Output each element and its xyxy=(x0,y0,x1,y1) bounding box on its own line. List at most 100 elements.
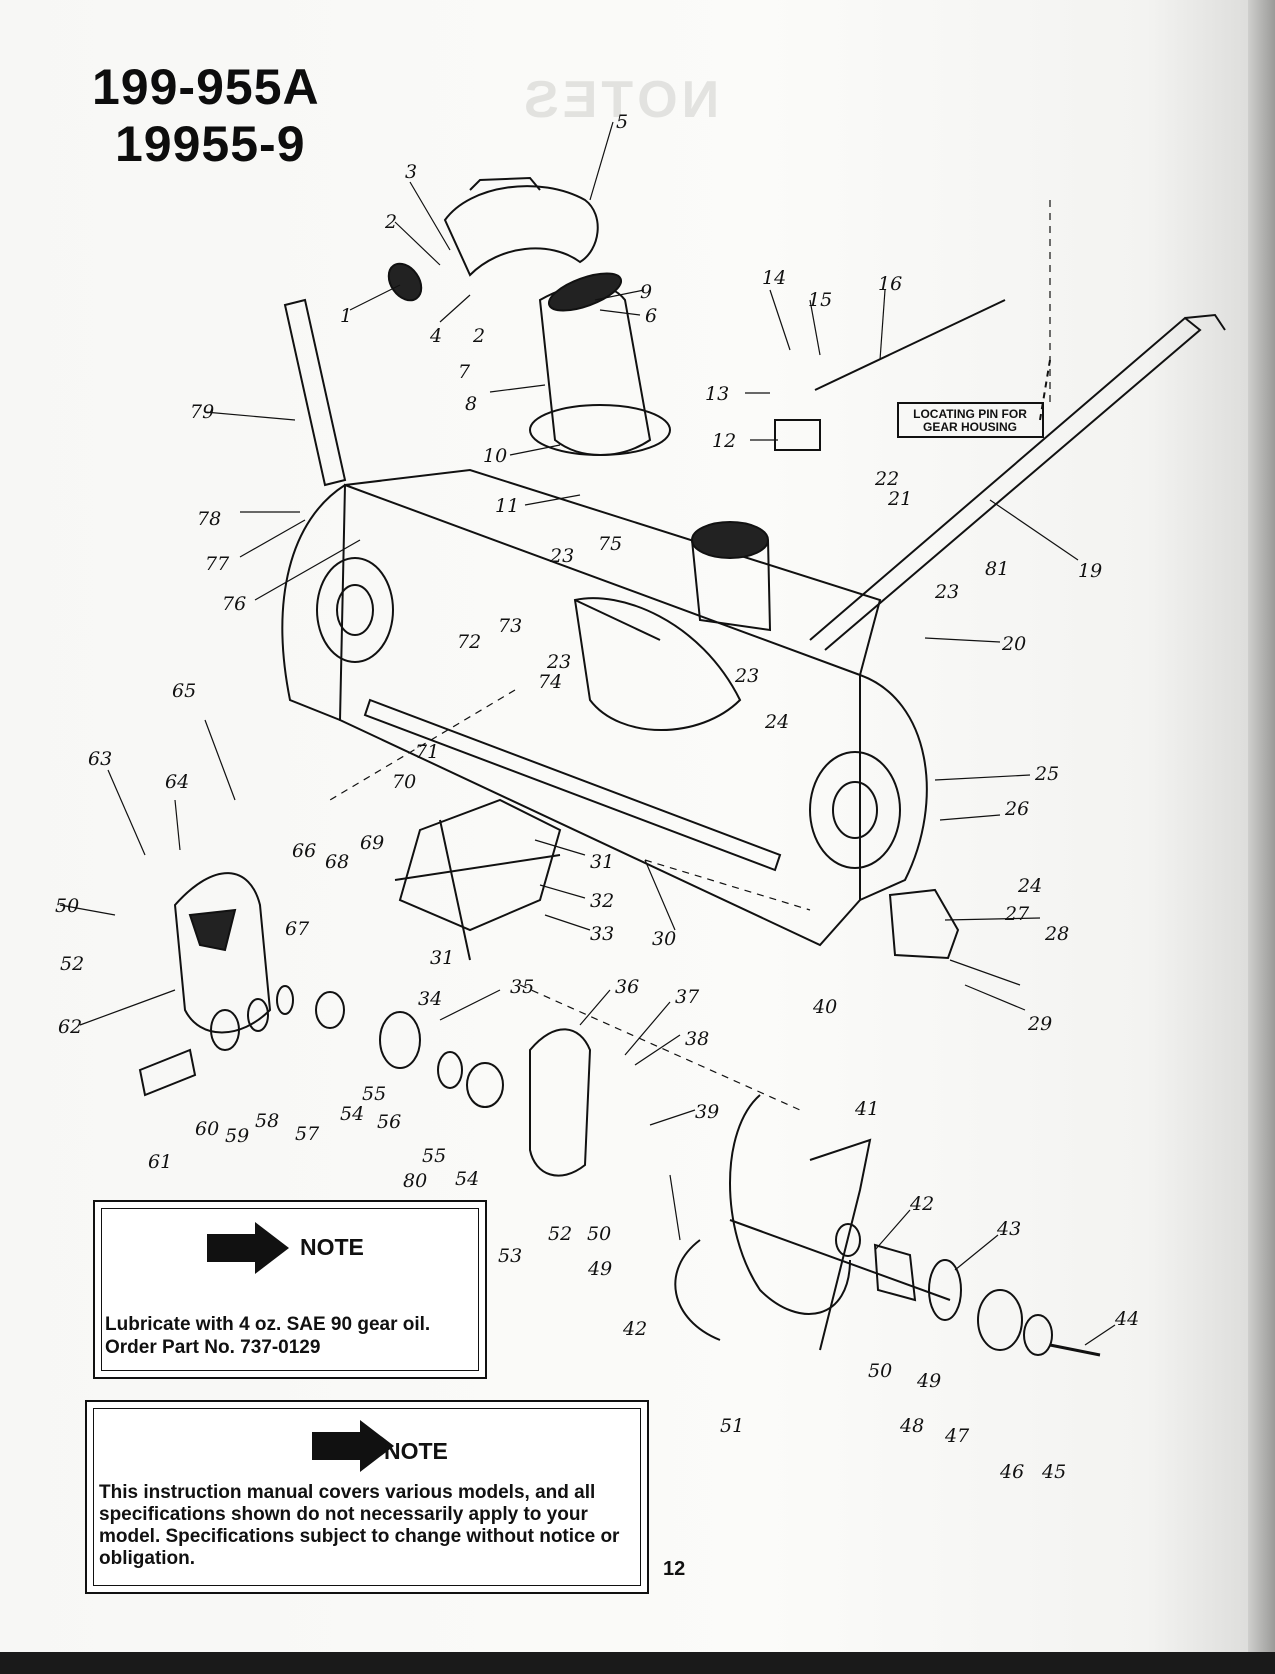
lubricate-note-frame xyxy=(101,1208,479,1371)
part-label: 44 xyxy=(1114,1308,1139,1330)
part-label: 16 xyxy=(878,273,902,295)
part-label: 23 xyxy=(549,545,574,567)
part-label: 6 xyxy=(645,305,657,327)
part-label: 12 xyxy=(712,430,736,452)
part-label: 48 xyxy=(899,1415,924,1437)
part-label: 77 xyxy=(205,553,230,575)
lubricate-note-heading: NOTE xyxy=(300,1234,364,1260)
part-label: 20 xyxy=(1001,633,1026,655)
part-label: 58 xyxy=(255,1110,279,1132)
part-label: 49 xyxy=(587,1258,612,1280)
model-number-1: 199-955A xyxy=(92,59,320,115)
part-label: 50 xyxy=(868,1360,892,1382)
part-label: 34 xyxy=(418,988,442,1010)
arrow-right-icon xyxy=(207,1222,289,1274)
part-label: 42 xyxy=(909,1193,934,1215)
part-label: 61 xyxy=(148,1151,172,1173)
part-label: 68 xyxy=(325,851,349,873)
part-label: 46 xyxy=(999,1461,1024,1483)
part-label: 15 xyxy=(808,289,832,311)
part-label: 9 xyxy=(640,281,652,303)
part-label: 32 xyxy=(590,890,614,912)
part-label: 10 xyxy=(483,445,507,467)
part-label: 45 xyxy=(1041,1461,1066,1483)
page-edge-shadow xyxy=(1248,0,1275,1674)
part-label: 14 xyxy=(762,267,786,289)
part-label: 42 xyxy=(622,1318,647,1340)
part-label: 31 xyxy=(590,851,614,873)
part-label: 63 xyxy=(88,748,112,770)
knob-part xyxy=(387,262,423,302)
part-label: 51 xyxy=(720,1415,744,1437)
part-label: 55 xyxy=(362,1083,386,1105)
part-label: 26 xyxy=(1004,798,1029,820)
part-label: 38 xyxy=(685,1028,709,1050)
lubricate-note-box: NOTE Lubricate with 4 oz. SAE 90 gear oi… xyxy=(93,1200,487,1379)
part-label: 37 xyxy=(675,986,700,1008)
part-label: 70 xyxy=(392,771,416,793)
arrow-right-icon xyxy=(312,1420,394,1472)
callout-line-1: LOCATING PIN FOR xyxy=(913,407,1027,421)
callout-line-2: GEAR HOUSING xyxy=(923,420,1017,434)
manual-note-box: NOTE This instruction manual covers vari… xyxy=(85,1400,649,1594)
part-label: 36 xyxy=(615,976,639,998)
part-label: 33 xyxy=(590,923,614,945)
part-label: 66 xyxy=(292,840,316,862)
part-label: 23 xyxy=(934,581,959,603)
part-label: 64 xyxy=(165,771,189,793)
part-label: 53 xyxy=(498,1245,522,1267)
page-number: 12 xyxy=(663,1558,686,1580)
part-label: 76 xyxy=(222,593,246,615)
part-label: 56 xyxy=(377,1111,401,1133)
scan-edge xyxy=(0,1652,1275,1674)
part-label: 79 xyxy=(190,401,214,423)
part-label: 50 xyxy=(587,1223,611,1245)
part-label: 81 xyxy=(985,558,1009,580)
part-label: 13 xyxy=(705,383,729,405)
auger-housing-part xyxy=(338,483,861,947)
part-label: 50 xyxy=(55,895,79,917)
manual-note-heading: NOTE xyxy=(384,1438,448,1464)
part-label: 80 xyxy=(403,1170,427,1192)
part-label: 72 xyxy=(457,631,481,653)
part-label: 54 xyxy=(455,1168,479,1190)
part-label: 23 xyxy=(546,651,571,673)
part-label: 75 xyxy=(598,533,622,555)
part-label: 28 xyxy=(1044,923,1069,945)
part-label: 43 xyxy=(996,1218,1021,1240)
lubricate-note-line-1: Lubricate with 4 oz. SAE 90 gear oil. xyxy=(105,1314,431,1335)
part-label: 8 xyxy=(465,393,477,415)
part-label: 71 xyxy=(415,741,439,763)
part-label: 54 xyxy=(340,1103,364,1125)
model-number-2: 19955-9 xyxy=(115,116,306,172)
part-label: 7 xyxy=(458,361,471,383)
part-label: 3 xyxy=(405,161,417,183)
lubricate-note-line-2: Order Part No. 737-0129 xyxy=(105,1337,321,1358)
part-label: 40 xyxy=(812,996,837,1018)
part-label: 2 xyxy=(472,325,485,347)
part-label: 55 xyxy=(422,1145,446,1167)
part-label: 65 xyxy=(172,680,196,702)
part-label: 47 xyxy=(944,1425,970,1447)
part-label: 5 xyxy=(616,111,628,133)
part-label: 73 xyxy=(498,615,522,637)
part-label: 4 xyxy=(429,325,442,347)
part-label: 59 xyxy=(225,1125,249,1147)
part-label: 27 xyxy=(1004,903,1030,925)
part-label: 35 xyxy=(510,976,534,998)
part-label: 24 xyxy=(764,711,789,733)
part-label: 62 xyxy=(58,1016,82,1038)
part-label: 31 xyxy=(430,947,454,969)
part-label: 67 xyxy=(285,918,310,940)
part-label: 2 xyxy=(384,211,397,233)
part-label: 24 xyxy=(1017,875,1042,897)
part-label: 1 xyxy=(340,305,352,327)
part-label: 23 xyxy=(734,665,759,687)
part-label: 57 xyxy=(295,1123,320,1145)
part-label: 52 xyxy=(548,1223,572,1245)
part-label: 30 xyxy=(652,928,676,950)
part-label: 25 xyxy=(1034,763,1059,785)
part-label: 60 xyxy=(195,1118,219,1140)
